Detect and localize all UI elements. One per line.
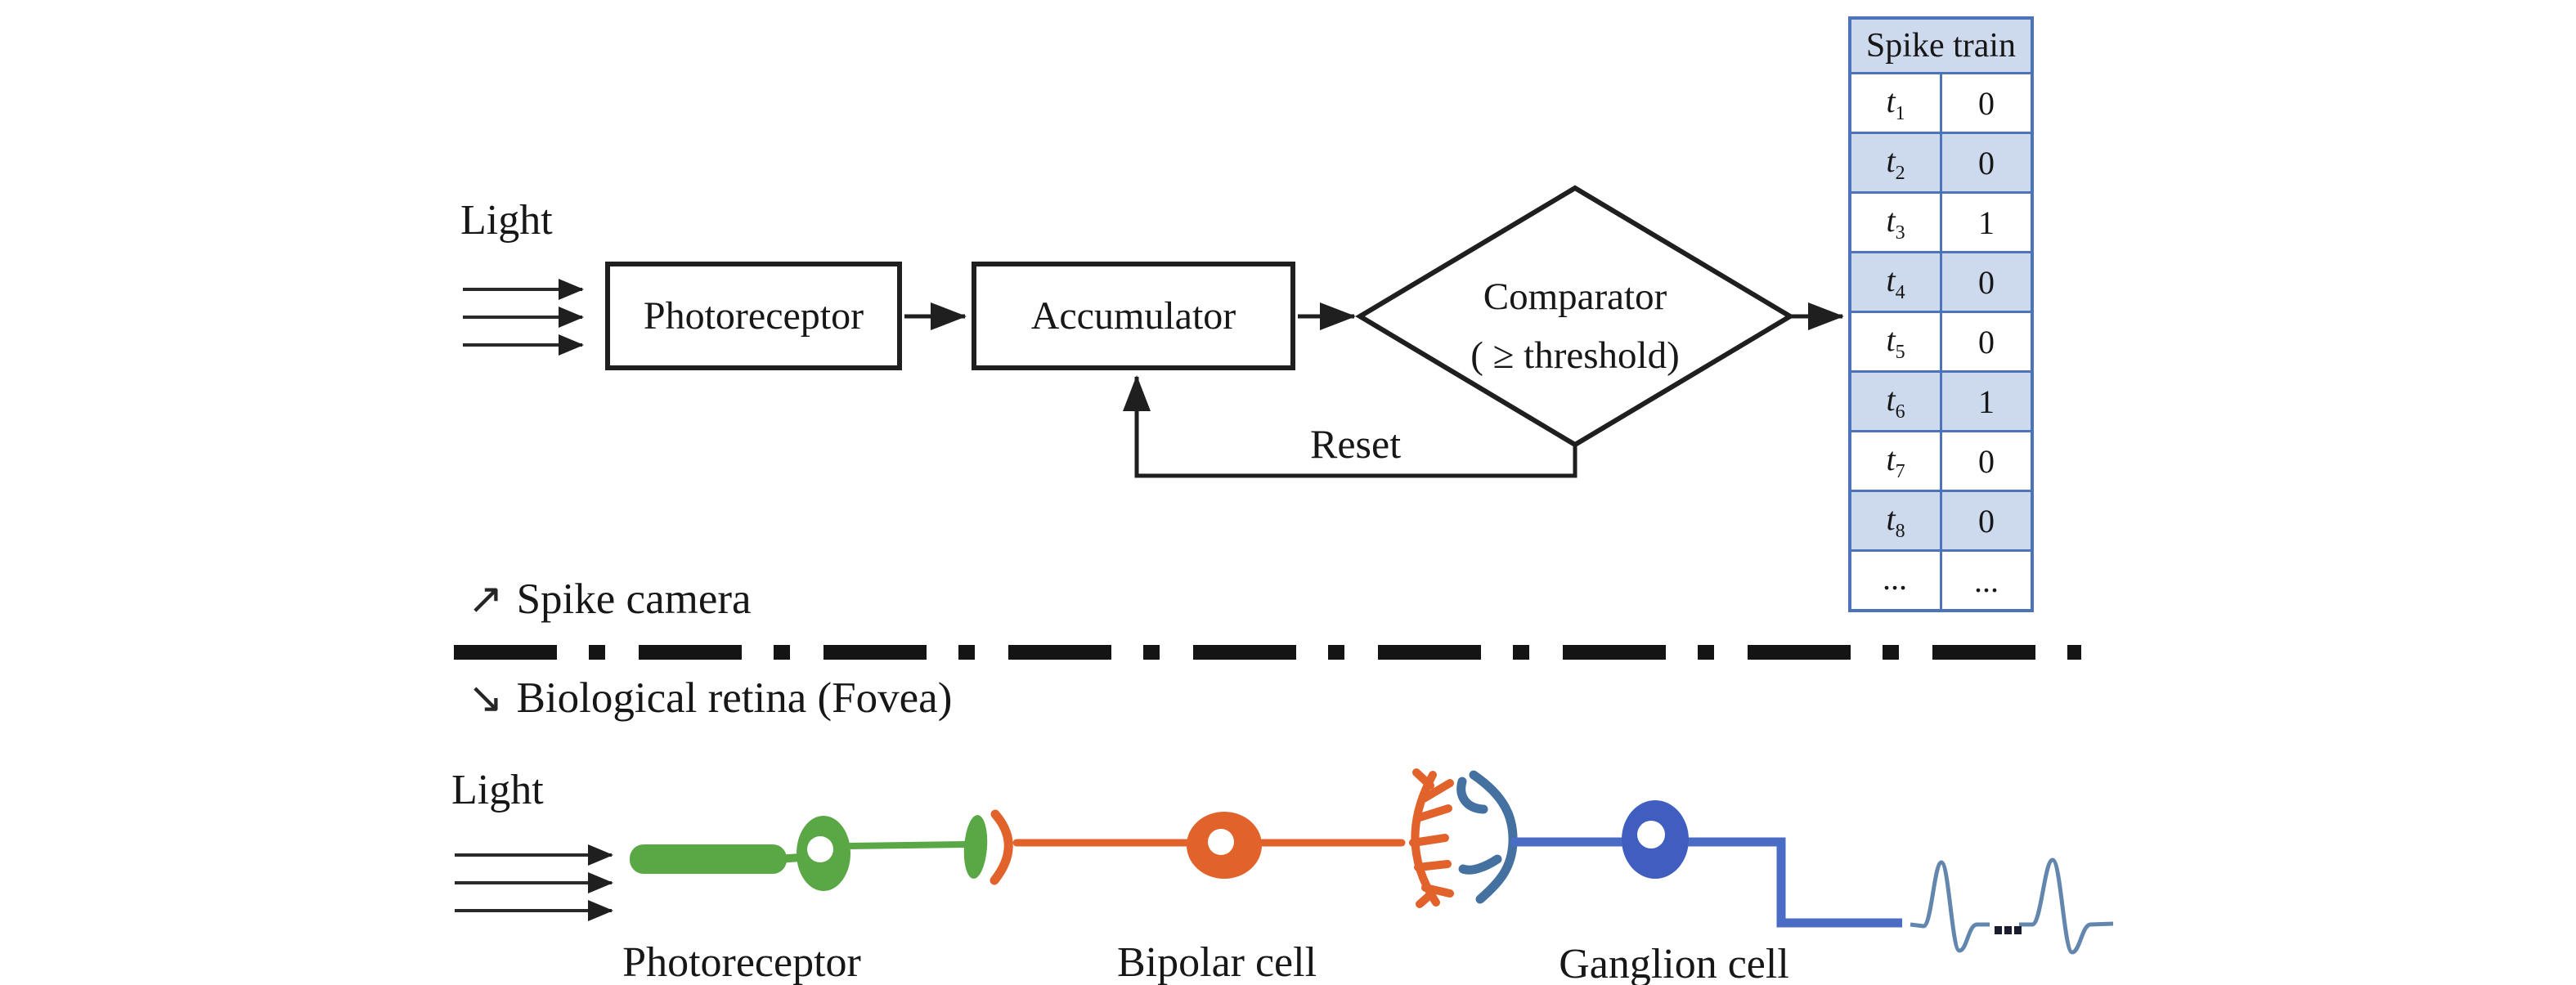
table-row: t6 1 — [1848, 370, 2034, 432]
value-cell: ... — [1940, 549, 2034, 612]
table-header-row: Spike train — [1848, 16, 2034, 74]
value-cell: 0 — [1940, 72, 2034, 134]
time-cell: t1 — [1848, 72, 1942, 134]
table-row: t4 0 — [1848, 251, 2034, 313]
comparator-diamond — [1355, 185, 1795, 448]
light-rays-bottom-icon — [455, 844, 613, 921]
bipolar-nucleus — [1208, 829, 1234, 855]
value-cell: 0 — [1940, 251, 2034, 313]
value-cell: 1 — [1940, 191, 2034, 253]
photoreceptor-box: Photoreceptor — [605, 262, 902, 370]
spike-waveform — [1910, 857, 2114, 955]
reset-feedback-arrow — [1123, 375, 1577, 478]
dash-dot-divider — [454, 645, 2081, 660]
light-label-top: Light — [460, 197, 553, 244]
bipolar-dendrite-crescent — [990, 809, 1013, 885]
south-east-arrow-icon: ↘ — [468, 674, 504, 723]
spike-camera-section-label: ↗ Spike camera — [468, 575, 752, 624]
north-east-arrow-icon: ↗ — [468, 575, 504, 624]
ganglion-dendrites-icon — [1456, 770, 1518, 904]
bipolar-cell-icon — [990, 768, 1454, 908]
ganglion-nucleus — [1637, 821, 1665, 848]
accumulator-box: Accumulator — [972, 262, 1295, 370]
time-cell: t4 — [1848, 251, 1942, 313]
time-cell: t5 — [1848, 311, 1942, 373]
value-cell: 0 — [1940, 490, 2034, 552]
photoreceptor-axon — [846, 841, 968, 849]
table-row: ... ... — [1848, 549, 2034, 612]
table-row: t1 0 — [1848, 72, 2034, 134]
time-cell: t6 — [1848, 370, 1942, 432]
spike-camera-text: Spike camera — [516, 575, 752, 623]
table-row: t5 0 — [1848, 311, 2034, 373]
photoreceptor-box-label: Photoreceptor — [643, 294, 864, 338]
value-cell: 0 — [1940, 430, 2034, 492]
photoreceptor-outer-segment — [630, 844, 787, 874]
photoreceptor-cell-label: Photoreceptor — [622, 939, 861, 985]
table-row: t8 0 — [1848, 490, 2034, 552]
time-cell: t3 — [1848, 191, 1942, 253]
value-cell: 1 — [1940, 370, 2034, 432]
waveform-ellipsis-dots — [1995, 926, 2022, 934]
time-cell: t2 — [1848, 132, 1942, 194]
time-cell: t8 — [1848, 490, 1942, 552]
biological-retina-text: Biological retina (Fovea) — [516, 674, 953, 722]
bipolar-cell-label: Bipolar cell — [1116, 939, 1317, 985]
value-cell: 0 — [1940, 132, 2034, 194]
spike-train-header: Spike train — [1848, 16, 2034, 74]
table-row: t3 1 — [1848, 191, 2034, 253]
biological-retina-section-label: ↘ Biological retina (Fovea) — [468, 674, 952, 723]
comparator-label-line2: ( ≥ threshold) — [1470, 334, 1680, 377]
reset-label: Reset — [1310, 421, 1402, 467]
light-rays-top-icon — [463, 279, 584, 356]
value-cell: 0 — [1940, 311, 2034, 373]
time-cell: ... — [1848, 549, 1942, 612]
photoreceptor-neuron-icon — [630, 815, 988, 891]
comparator-label-line1: Comparator — [1483, 275, 1667, 318]
time-cell: t7 — [1848, 430, 1942, 492]
comparator-label: Comparator ( ≥ threshold) — [1390, 267, 1760, 385]
ganglion-axon — [1511, 837, 1902, 928]
table-row: t2 0 — [1848, 132, 2034, 194]
table-row: t7 0 — [1848, 430, 2034, 492]
light-label-bottom: Light — [451, 767, 544, 813]
accumulator-box-label: Accumulator — [1030, 294, 1236, 338]
ganglion-cell-label: Ganglion cell — [1559, 941, 1789, 985]
photoreceptor-nucleus — [807, 836, 833, 862]
spike-train-table: Spike train t1 0 t2 0 t3 1 t4 0 t5 0 t6 … — [1848, 16, 2034, 612]
photoreceptor-terminal — [963, 815, 988, 879]
